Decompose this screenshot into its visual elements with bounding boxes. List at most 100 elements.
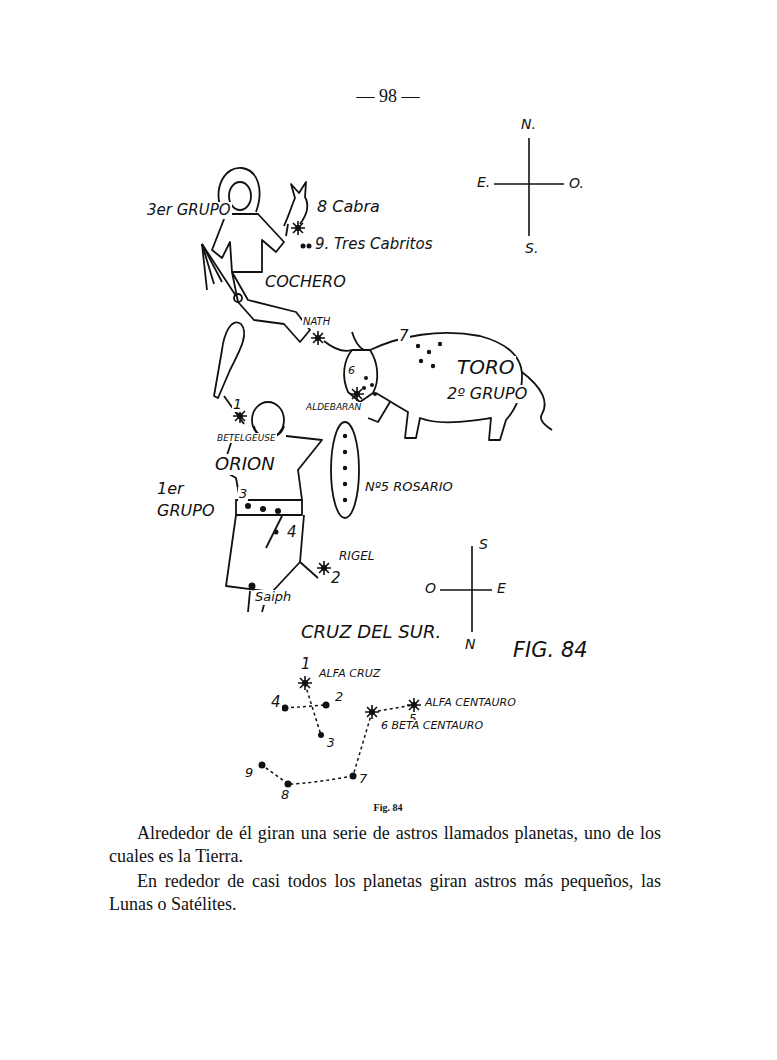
star-points — [301, 244, 306, 249]
star-label: 8 Cabra — [316, 198, 381, 216]
star-points — [350, 387, 364, 401]
star-points — [343, 466, 347, 470]
group-label: 1er GRUPO — [156, 478, 230, 521]
callout-number: 2 — [330, 570, 342, 587]
star-points — [249, 583, 256, 590]
star-label: 6 BETA CENTAURO — [380, 720, 484, 733]
star-points — [291, 221, 305, 235]
southern-stars — [407, 698, 421, 712]
bull-figure — [344, 350, 377, 402]
page-number: — 98 — — [356, 86, 421, 107]
star-label: RIGEL — [338, 550, 375, 564]
constellation-name: COCHERO — [264, 273, 347, 291]
charioteer-figure — [229, 182, 251, 210]
star-points — [427, 350, 431, 354]
orion-figure — [214, 322, 244, 398]
compass-letter: O. — [568, 175, 585, 191]
charioteer-figure — [202, 168, 310, 342]
southern-cross-figure — [372, 705, 413, 712]
star-label: ALDEBARAN — [305, 402, 362, 412]
star-points — [311, 331, 325, 345]
southern-stars — [365, 705, 379, 719]
star-points — [343, 498, 347, 502]
compass-letter: S — [478, 536, 489, 552]
star-label: BETELGEUSE — [216, 433, 277, 443]
compass-south — [471, 546, 473, 632]
star-label: NATH — [302, 316, 331, 328]
southern-cross-figure — [353, 712, 372, 776]
compass-letter: O — [424, 580, 437, 596]
callout-number: 4 — [286, 524, 298, 541]
figure-title: CRUZ DEL SUR. — [300, 622, 442, 643]
compass-north — [494, 138, 564, 236]
orion-figure — [248, 591, 250, 612]
charioteer-figure — [202, 244, 222, 282]
bull-figure — [324, 332, 552, 440]
star-points — [233, 221, 442, 590]
orion-figure — [331, 422, 359, 518]
compass-letter: S. — [524, 240, 539, 256]
star-points — [307, 244, 312, 249]
callout-number: 3 — [326, 737, 336, 751]
group-label: 2º GRUPO — [446, 385, 528, 403]
callout-number: 1 — [232, 396, 243, 412]
compass-letter: N — [464, 636, 476, 652]
compass-letter: N. — [520, 116, 537, 132]
bull-figure — [352, 332, 364, 350]
group-label: 3er GRUPO — [146, 202, 232, 219]
constellation-name: ORION — [214, 454, 276, 475]
bull-figure — [368, 402, 390, 422]
southern-cross-figure — [262, 684, 413, 784]
southern-stars — [285, 781, 292, 788]
callout-number: 7 — [398, 328, 410, 345]
star-points — [260, 506, 266, 512]
callout-number: 8 — [280, 788, 290, 803]
compass-north — [528, 138, 530, 236]
star-label: 9. Tres Cabritos — [314, 236, 433, 253]
figure-number: FIG. 84 — [512, 638, 589, 662]
constellation-name: TORO — [456, 356, 516, 379]
compass-letter: E — [496, 580, 507, 596]
star-label: Saiph — [254, 590, 292, 605]
star-label: ALFA CRUZ — [318, 668, 381, 681]
body-paragraph: Alrededor de él giran una serie de astro… — [108, 822, 662, 869]
callout-number: 6 — [347, 365, 356, 378]
southern-stars — [259, 762, 266, 769]
star-points — [275, 508, 281, 514]
star-points — [370, 383, 374, 387]
compass-letter: E. — [476, 174, 491, 190]
star-label: ALFA CENTAURO — [424, 697, 517, 710]
compass-south — [440, 546, 492, 632]
figure-caption: Fig. 84 — [373, 802, 404, 814]
southern-stars — [350, 773, 357, 780]
orion-figure — [266, 516, 282, 548]
star-label: Nº5 ROSARIO — [364, 480, 454, 495]
southern-cross-figure — [285, 705, 326, 708]
orion-figure — [224, 396, 244, 424]
orion-figure — [236, 500, 302, 515]
callout-number: 9 — [244, 766, 254, 781]
southern-stars — [282, 705, 289, 712]
charioteer-figure — [284, 182, 307, 226]
body-paragraph: En rededor de casi todos los planetas gi… — [108, 870, 662, 917]
star-points — [317, 561, 331, 575]
orion-figure — [300, 562, 318, 578]
star-points — [343, 450, 347, 454]
callout-number: 4 — [270, 694, 282, 711]
orion-figure — [214, 322, 359, 612]
southern-cross-figure — [305, 684, 321, 735]
callout-number: 1 — [300, 656, 312, 673]
star-points — [343, 434, 347, 438]
charioteer-figure — [286, 224, 288, 236]
charioteer-figure — [202, 244, 236, 296]
orion-figure — [226, 515, 304, 592]
star-points — [431, 364, 435, 368]
southern-cross-figure — [262, 765, 353, 784]
southern-stars — [318, 732, 324, 738]
bull-figure — [324, 341, 352, 351]
compass-north — [494, 183, 564, 185]
charioteer-figure — [212, 214, 284, 272]
callout-number: 7 — [358, 772, 368, 787]
